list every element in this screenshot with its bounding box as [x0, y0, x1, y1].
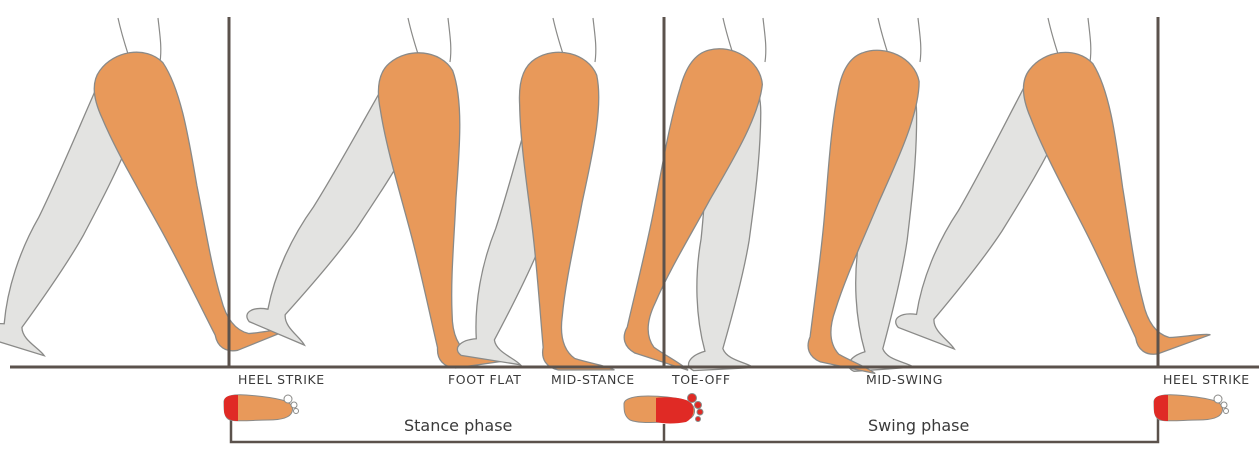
phase-label-stance: Stance phase — [404, 416, 512, 435]
event-label-mid-stance: MID-STANCE — [551, 372, 635, 387]
event-label-toe-off: TOE-OFF — [672, 372, 731, 387]
footprint-heel-icon-2 — [1154, 395, 1229, 421]
event-label-heel-strike: HEEL STRIKE — [238, 372, 325, 387]
footprint-forefoot-icon — [624, 394, 703, 424]
phase-label-swing: Swing phase — [868, 416, 969, 435]
figure-mid-stance — [456, 18, 625, 372]
figure-heel-strike-2 — [894, 18, 1211, 369]
footprint-heel-icon — [224, 395, 299, 421]
event-label-mid-swing: MID-SWING — [866, 372, 943, 387]
event-label-heel-strike-2: HEEL STRIKE — [1163, 372, 1250, 387]
figure-toe-off — [589, 18, 796, 372]
event-label-foot-flat: FOOT FLAT — [448, 372, 522, 387]
phase-bracket — [231, 414, 1158, 442]
figure-foot-flat — [245, 18, 512, 373]
